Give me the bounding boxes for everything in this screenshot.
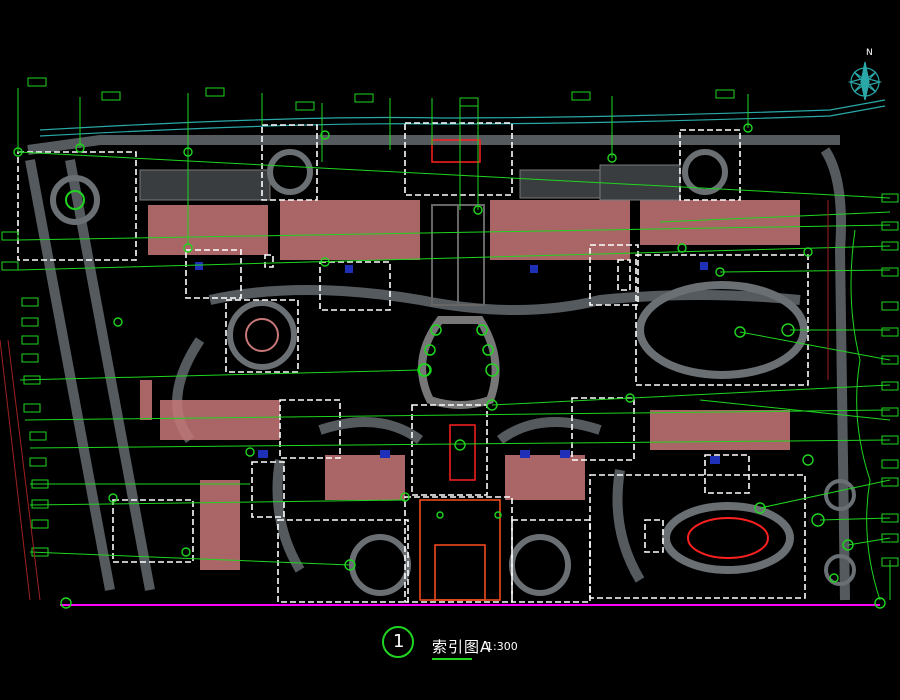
right-boundary xyxy=(850,229,881,601)
index-symbol-icon: 1 xyxy=(382,626,414,658)
water-features xyxy=(195,262,720,464)
north-arrow-icon xyxy=(847,61,883,101)
drawing-title: 索引图A xyxy=(432,638,492,656)
top-structures xyxy=(139,164,681,201)
red-edges xyxy=(0,200,829,601)
road-edges xyxy=(39,99,886,137)
left-callout-tags xyxy=(1,77,899,567)
north-label: N xyxy=(866,48,873,58)
callout-leaders xyxy=(17,88,891,600)
entrance-gate xyxy=(419,139,501,601)
sheet-number: 1 xyxy=(393,631,405,652)
drawing-title-block: 1 索引图A 1:300 xyxy=(382,626,542,666)
paving-paths xyxy=(25,135,850,601)
drawing-scale: 1:300 xyxy=(486,640,518,653)
callout-markers xyxy=(13,123,886,609)
central-axis xyxy=(418,204,500,409)
north-arrow: N xyxy=(842,48,888,104)
detail-boxes xyxy=(17,122,809,603)
title-underline xyxy=(432,658,472,660)
